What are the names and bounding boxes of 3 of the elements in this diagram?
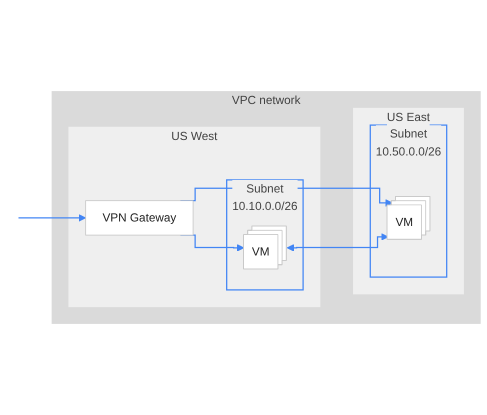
- arrow: [18, 214, 86, 222]
- node-box: VPN Gateway: [85, 200, 194, 236]
- arrow: [286, 233, 388, 252]
